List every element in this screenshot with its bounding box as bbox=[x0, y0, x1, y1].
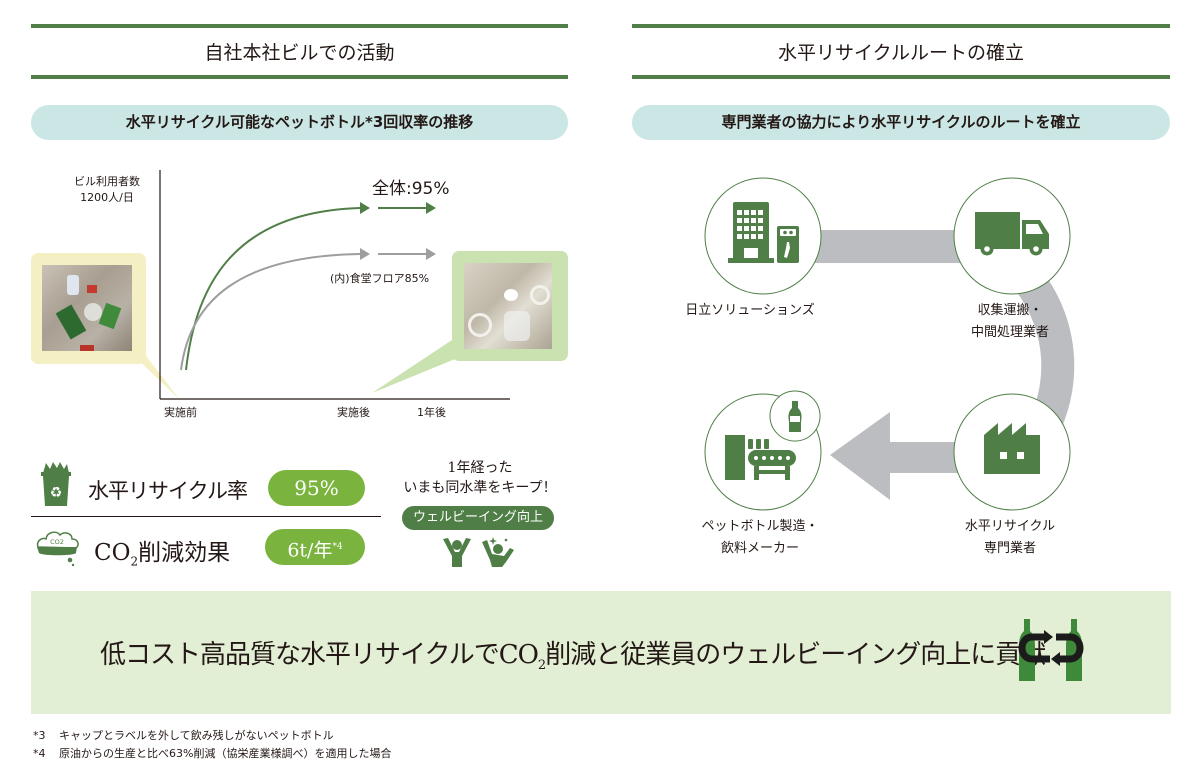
left-title-rule-top bbox=[31, 24, 568, 28]
bottle-icon bbox=[788, 401, 802, 432]
footnote-4-text: 原油からの生産と比べ63%削減（協栄産業様調べ）を適用した場合 bbox=[59, 747, 392, 760]
node-1-label: 日立ソリューションズ bbox=[680, 300, 820, 322]
total-rate-label: 全体:95% bbox=[372, 179, 450, 199]
x-tick-before: 実施前 bbox=[164, 406, 197, 419]
metric-co2-label: CO2削減効果 bbox=[94, 533, 230, 569]
metric-co2-label-sub: 2 bbox=[130, 554, 139, 569]
truck-icon bbox=[975, 212, 1049, 256]
svg-text:♻: ♻ bbox=[50, 485, 63, 501]
total-arrowhead-2 bbox=[426, 202, 436, 214]
after-photo-clear-bottles bbox=[464, 263, 552, 349]
keep-note: 1年経った いまも同水準をキープ！ bbox=[395, 458, 565, 498]
node-4-label: ペットボトル製造・ 飲料メーカー bbox=[690, 516, 830, 560]
left-section-title: 自社本社ビルでの活動 bbox=[204, 42, 395, 64]
recycle-route-diagram bbox=[704, 177, 1075, 511]
x-tick-after: 実施後 bbox=[337, 406, 370, 419]
node-4-label-line2: 飲料メーカー bbox=[720, 541, 799, 556]
co2-icon-text: CO2 bbox=[50, 538, 64, 546]
banner-text-b: 削減と従業員のウェルビーイング向上に貢献 bbox=[545, 640, 1046, 670]
footnote-3: *3 キャップとラベルを外して飲み残しがないペットボトル bbox=[33, 727, 334, 743]
node-2-label: 収集運搬・ 中間処理業者 bbox=[940, 300, 1080, 344]
right-section-subtitle: 専門業者の協力により水平リサイクルのルートを確立 bbox=[632, 105, 1170, 140]
right-section-title: 水平リサイクルルートの確立 bbox=[777, 42, 1025, 64]
summary-banner bbox=[31, 591, 1171, 714]
x-tick-one-year: 1年後 bbox=[417, 406, 446, 419]
metric-divider bbox=[31, 516, 381, 517]
right-title-rule-bottom bbox=[632, 75, 1170, 79]
metric-co2-label-rest: 削減効果 bbox=[138, 540, 231, 566]
keep-note-line2: いまも同水準をキープ！ bbox=[403, 480, 557, 496]
banner-text-a: 低コスト高品質な水平リサイクルでCO bbox=[100, 640, 539, 670]
cafeteria-arrowhead-1 bbox=[360, 248, 370, 260]
left-section-subtitle: 水平リサイクル可能なペットボトル*3回収率の推移 bbox=[31, 105, 568, 140]
total-arrowhead-1 bbox=[360, 202, 370, 214]
vending-machine-icon bbox=[777, 226, 799, 263]
metric-co2-label-main: CO bbox=[94, 540, 131, 566]
node-2-label-line1: 収集運搬・ bbox=[977, 303, 1043, 318]
before-photo-mixed-bottles bbox=[42, 265, 132, 351]
footnote-3-text: キャップとラベルを外して飲み残しがないペットボトル bbox=[59, 729, 334, 742]
banner-text-sub: 2 bbox=[537, 658, 546, 674]
node-1-label-line1: 日立ソリューションズ bbox=[685, 303, 815, 318]
people-cheering-icon bbox=[440, 534, 520, 572]
footnote-4-mark: *4 bbox=[33, 747, 46, 760]
chart-y-label-line2: 1200人/日 bbox=[80, 191, 134, 204]
keep-note-line1: 1年経った bbox=[447, 460, 513, 476]
cafeteria-arrowhead-2 bbox=[426, 248, 436, 260]
metric-recycle-rate-label: 水平リサイクル率 bbox=[88, 479, 248, 503]
co2-cloud-icon: CO2 bbox=[34, 527, 80, 571]
right-title-rule-top bbox=[632, 24, 1170, 28]
metric-recycle-rate-value: 95% bbox=[268, 470, 365, 506]
footnote-4: *4 原油からの生産と比べ63%削減（協栄産業様調べ）を適用した場合 bbox=[33, 745, 391, 761]
chart-y-label-line1: ビル利用者数 bbox=[74, 175, 140, 188]
after-photo-pointer bbox=[372, 340, 460, 393]
recovery-rate-chart bbox=[130, 170, 510, 400]
metric-co2-value-text: 6t/年 bbox=[287, 539, 333, 562]
metric-co2-value: 6t/年*4 bbox=[265, 529, 365, 565]
total-curve bbox=[185, 207, 361, 371]
office-building-icon bbox=[728, 202, 774, 263]
wellbeing-badge: ウェルビーイング向上 bbox=[402, 506, 554, 530]
node-4-label-line1: ペットボトル製造・ bbox=[701, 519, 819, 534]
bottle-recycle-loop-icon bbox=[1018, 619, 1088, 685]
factory-icon bbox=[984, 423, 1040, 474]
node-3-label-line1: 水平リサイクル bbox=[964, 519, 1056, 534]
node-3-label-line2: 専門業者 bbox=[983, 541, 1036, 556]
chart-y-label: ビル利用者数 1200人/日 bbox=[62, 174, 152, 206]
bottling-conveyor-icon bbox=[725, 435, 796, 480]
node-2-label-line2: 中間処理業者 bbox=[970, 325, 1049, 340]
metric-co2-value-note: *4 bbox=[332, 542, 343, 552]
footnote-3-mark: *3 bbox=[33, 729, 46, 742]
route-bar-top bbox=[815, 230, 965, 263]
route-arrow-left bbox=[830, 412, 970, 500]
summary-banner-text: 低コスト高品質な水平リサイクルでCO2削減と従業員のウェルビーイング向上に貢献 bbox=[100, 634, 1046, 674]
left-title-rule-bottom bbox=[31, 75, 568, 79]
node-3-label: 水平リサイクル 専門業者 bbox=[940, 516, 1080, 560]
recycle-bin-icon: ♻ bbox=[38, 461, 74, 511]
metric-recycle-rate-value-text: 95% bbox=[294, 476, 339, 500]
cafeteria-curve bbox=[180, 253, 361, 371]
cafeteria-rate-label: (内)食堂フロア85% bbox=[330, 272, 430, 285]
before-photo-pointer bbox=[130, 352, 180, 400]
